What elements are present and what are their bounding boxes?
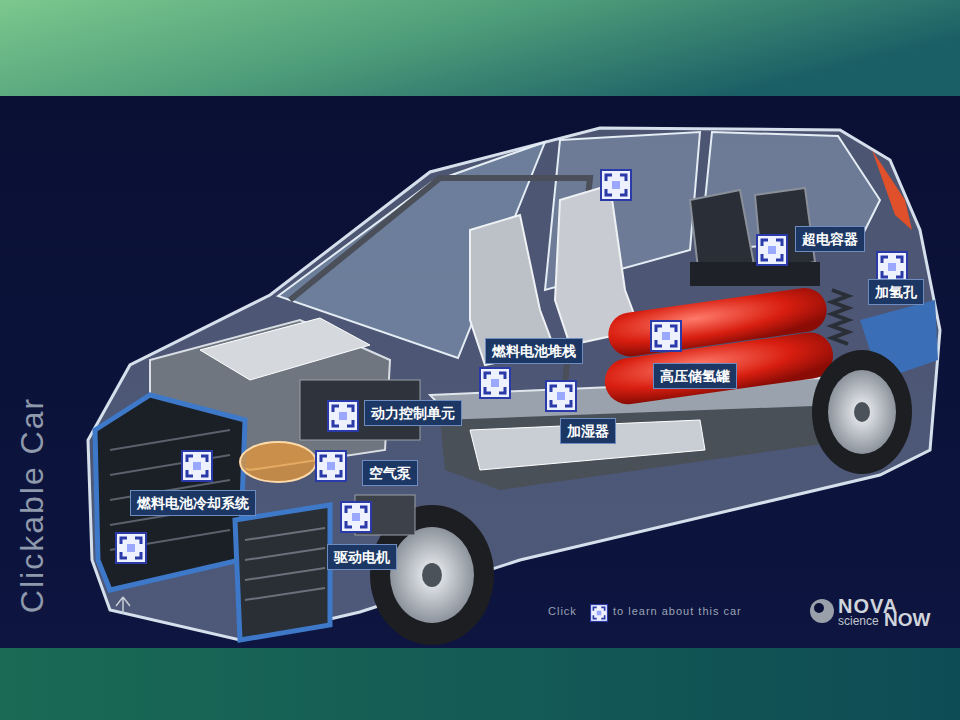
bottom-band	[0, 648, 960, 720]
engine-cover	[200, 318, 370, 380]
click-marker	[546, 381, 576, 411]
click-marker	[877, 252, 907, 282]
tank	[602, 330, 836, 408]
part-label: 驱动电机	[334, 548, 390, 566]
logo-text: NOW	[884, 610, 930, 629]
rear-rim	[828, 370, 896, 454]
part-label: 加湿器	[567, 422, 609, 440]
part-label-box: 超电容器	[795, 226, 865, 252]
part-label-box: 动力控制单元	[364, 400, 462, 426]
floor-frame	[440, 405, 850, 490]
part-label-box: 加湿器	[560, 418, 616, 444]
headlight	[240, 442, 316, 482]
part-label: 高压储氢罐	[660, 367, 730, 385]
instruction-text: Click	[548, 606, 577, 617]
pbs-logo-detail	[814, 603, 824, 613]
logo-text: science	[838, 615, 879, 627]
click-marker	[651, 321, 681, 351]
part-label: 空气泵	[369, 464, 411, 482]
fuel-cell-box	[470, 420, 705, 470]
click-marker	[116, 533, 146, 563]
instruction-text: to learn about this car	[613, 606, 742, 617]
part-label: 超电容器	[802, 230, 858, 248]
radiator-fins	[245, 528, 325, 600]
car-body	[88, 128, 940, 640]
front-rim	[390, 527, 474, 623]
click-marker-small	[591, 605, 608, 622]
part-label: 燃料电池冷却系统	[137, 494, 249, 512]
part-label-box: 加氢孔	[868, 279, 924, 305]
frame-bar	[290, 178, 590, 320]
hydrogen-tanks	[596, 285, 836, 407]
click-marker	[316, 451, 346, 481]
part-label: 加氢孔	[875, 283, 917, 301]
taillight	[872, 150, 912, 230]
front-hub	[422, 563, 442, 587]
click-marker	[601, 170, 631, 200]
rear-tire	[812, 350, 912, 474]
click-marker	[480, 368, 510, 398]
cursor-mark	[116, 597, 130, 614]
navy-panel	[0, 96, 960, 648]
click-marker	[341, 502, 371, 532]
part-label-box: 燃料电池堆栈	[485, 338, 583, 364]
rear-hub	[854, 402, 870, 422]
ultracapacitor-block	[690, 262, 820, 286]
part-label: 动力控制单元	[371, 404, 455, 422]
part-label-box: 燃料电池冷却系统	[130, 490, 256, 516]
part-label: 燃料电池堆栈	[492, 342, 576, 360]
part-label-box: 空气泵	[362, 460, 418, 486]
top-band	[0, 0, 960, 96]
part-label-box: 驱动电机	[327, 544, 397, 570]
click-marker	[757, 235, 787, 265]
pbs-logo	[810, 599, 834, 623]
side-title: Clickable Car	[16, 397, 48, 613]
click-marker	[328, 401, 358, 431]
part-label-box: 高压储氢罐	[653, 363, 737, 389]
click-marker	[182, 451, 212, 481]
spring	[832, 290, 848, 344]
radiator	[235, 505, 330, 640]
